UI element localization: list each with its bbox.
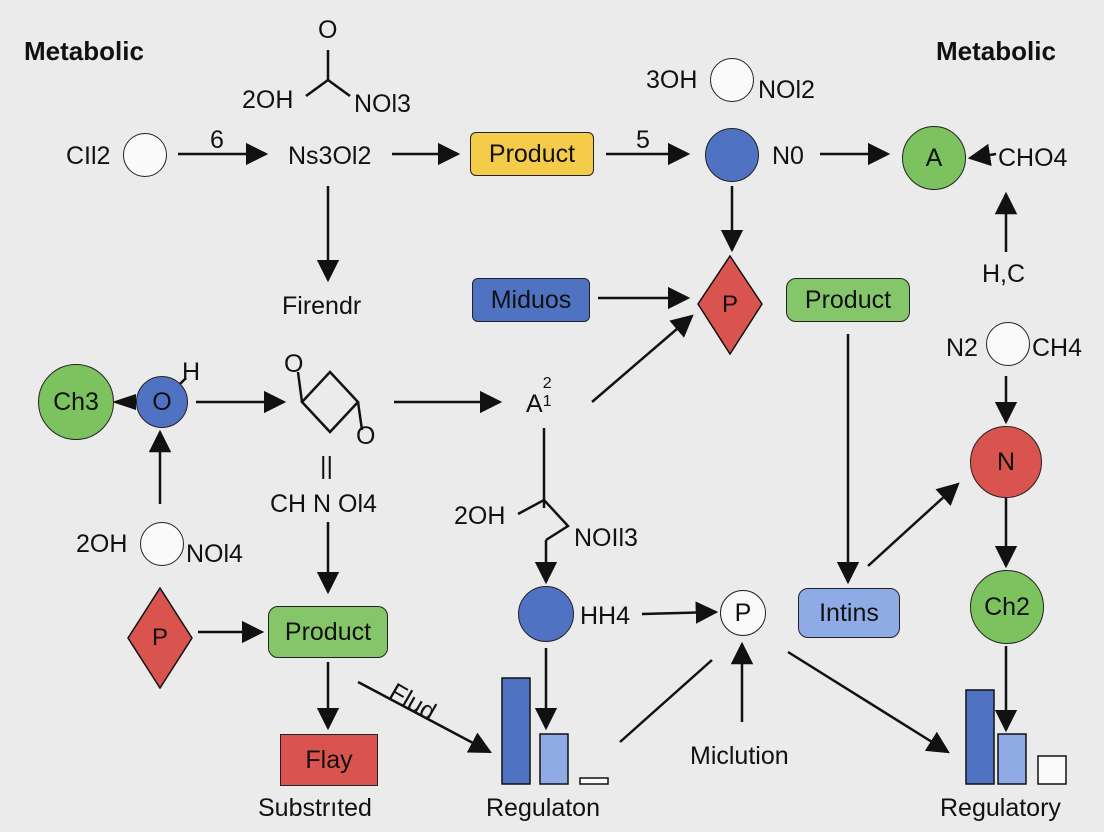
ring-bond-o2 <box>356 401 364 431</box>
label-noi2: NOl2 <box>758 76 815 104</box>
label-regulaton: Regulaton <box>486 794 600 822</box>
label-ch4: CH4 <box>1032 334 1083 362</box>
label-noi3-mid: NOIl3 <box>574 524 638 552</box>
node-blue-low <box>518 586 574 642</box>
bar-regulatory-2 <box>997 733 1027 785</box>
label-2oh-left: 2OH <box>76 530 128 558</box>
label-substrited: Substrıted <box>258 794 372 822</box>
node-ch3: Ch3 <box>38 364 114 440</box>
label-ns3oi2: Ns3Ol2 <box>288 142 372 170</box>
bond-c-n <box>327 78 351 98</box>
node-n-red: N <box>970 426 1042 498</box>
diamond-p-left-shape <box>127 586 193 690</box>
title-right: Metabolic <box>936 36 1056 66</box>
label-cho4: CHO4 <box>998 144 1068 172</box>
bar-regulatory-3 <box>1037 755 1067 785</box>
label-a12-sup: 2 <box>542 375 552 392</box>
arrow-hh4-p <box>641 601 719 624</box>
node-a: A <box>902 126 966 190</box>
node-empty-2 <box>710 58 754 102</box>
arrow-intins-n <box>867 482 960 567</box>
line-regulaton-p <box>619 659 713 743</box>
label-a12-base: A <box>526 390 543 418</box>
label-double-bar: || <box>320 452 333 480</box>
box-product-yellow: Product <box>470 132 594 176</box>
label-ch-n-oi4: CH N Ol4 <box>270 490 377 518</box>
ring-bond-o1 <box>296 371 304 403</box>
arrow-p-regulatory <box>787 650 950 754</box>
label-noi3-top: NOl3 <box>354 90 411 118</box>
ring-shape <box>300 370 360 434</box>
label-a12-sub: 1 <box>542 393 552 410</box>
node-ch2: Ch2 <box>970 570 1044 644</box>
box-product-green-top: Product <box>786 278 910 322</box>
label-o-ring1: O <box>284 350 304 378</box>
node-p-small: P <box>720 590 766 636</box>
diamond-p-top-shape <box>697 254 763 356</box>
label-n0: N0 <box>772 142 804 170</box>
box-miduos: Miduos <box>472 278 590 322</box>
label-o-ring2: O <box>356 422 376 450</box>
label-noi4-left: NOl4 <box>186 540 243 568</box>
bar-regulaton-1 <box>501 677 531 785</box>
bond-bend <box>517 498 570 542</box>
title-left: Metabolic <box>24 36 144 66</box>
label-six: 6 <box>210 126 224 154</box>
bar-regulaton-3 <box>579 777 609 785</box>
label-cii2: CIl2 <box>66 142 111 170</box>
label-o-top: O <box>318 16 338 44</box>
label-h1c: H,C <box>982 260 1026 288</box>
box-product-green-low: Product <box>268 606 388 658</box>
arrow-cho4-a <box>967 143 997 167</box>
label-five: 5 <box>636 126 650 154</box>
node-blue-top <box>705 128 759 182</box>
bar-regulaton-2 <box>539 733 569 785</box>
bar-regulatory-1 <box>965 689 995 785</box>
diamond-p-left: P <box>151 624 168 651</box>
label-hh4: HH4 <box>580 602 631 630</box>
label-firendr: Firendr <box>282 292 362 320</box>
box-intins: Intins <box>798 588 900 638</box>
node-o-blue: O <box>136 376 188 428</box>
node-empty-4 <box>140 522 184 566</box>
arrow-flud <box>357 680 492 754</box>
label-miclution: Miclution <box>690 742 789 770</box>
node-empty-3 <box>986 322 1030 366</box>
bond-c-oh <box>305 78 329 98</box>
label-regulatory: Regulatory <box>940 794 1061 822</box>
arrow-a12-p <box>591 314 694 403</box>
label-3oh: 3OH <box>646 66 698 94</box>
box-flay: Flay <box>280 734 378 786</box>
node-empty-1 <box>123 133 167 177</box>
label-n2: N2 <box>946 334 978 362</box>
label-2oh-mid: 2OH <box>454 502 506 530</box>
label-h-mid: H <box>182 358 201 386</box>
diamond-p-top: P <box>721 291 738 318</box>
wedge-ch3-o <box>112 394 136 410</box>
label-2oh-top: 2OH <box>242 86 294 114</box>
